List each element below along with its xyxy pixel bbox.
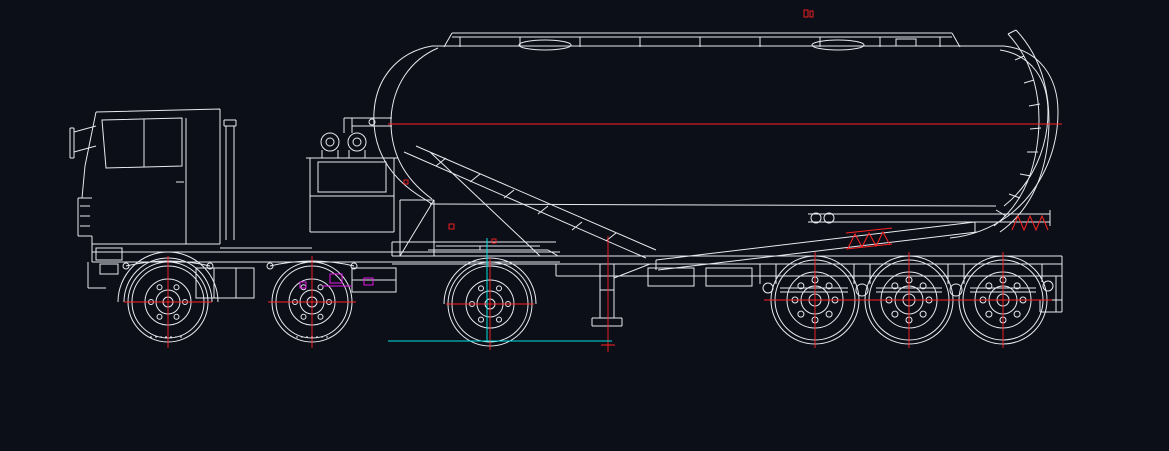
equalizer-1: [855, 283, 869, 297]
cab-window: [101, 117, 183, 169]
top-fitting: [895, 38, 917, 47]
tank-front-head: [373, 45, 433, 205]
equalizer-2: [949, 283, 963, 297]
toolbox-2: [705, 267, 753, 287]
fuel-tank: [195, 267, 255, 299]
red-marker-1: [448, 223, 455, 230]
magenta-part-2: [363, 277, 374, 286]
pipe-valve: [368, 118, 376, 126]
trailer-frame[interactable]: [391, 241, 1063, 313]
diagonal-discharge-pipe: [655, 221, 978, 271]
manhole-cover-2: [811, 39, 865, 51]
discharge-piping[interactable]: [655, 210, 1051, 271]
red-glyph-topright-b: [809, 10, 814, 18]
magenta-details: [299, 273, 374, 289]
landing-gear-legs: [599, 263, 651, 318]
valve-wheel-2: [823, 212, 835, 224]
front-axle-crosshairs: [124, 256, 356, 348]
tanker-vessel[interactable]: [373, 29, 1059, 239]
blower-cylinder-1-hub: [325, 137, 335, 147]
tridem-crosshairs: [764, 252, 1052, 348]
tractor-cab[interactable]: [69, 108, 237, 303]
hanger-lines: [759, 264, 1043, 284]
tractor-chassis[interactable]: [87, 245, 560, 305]
cab-step-upper: [95, 247, 123, 261]
valve-wheel-1: [810, 212, 822, 224]
hose-hatch-horizontal: [1011, 214, 1049, 232]
rear-end-bumper: [1039, 256, 1063, 313]
red-marker-2: [491, 238, 497, 244]
flexible-hose-hatch: [845, 214, 1049, 250]
fuel-tank-straps: [213, 268, 237, 298]
exhaust-stack: [223, 119, 237, 240]
blower-cylinder-1: [320, 132, 340, 152]
blower-cylinder-2: [347, 132, 367, 152]
cab-outline: [81, 108, 221, 245]
blower-unit[interactable]: [306, 117, 398, 233]
front-bumper-grill: [77, 197, 93, 262]
hanger-pivot-2: [1042, 280, 1054, 292]
landing-gear-foot: [591, 317, 623, 327]
trailer-springs: [780, 287, 1036, 293]
hose-hatch-diagonal: [845, 227, 893, 250]
red-glyph-topright-a: [803, 9, 809, 18]
cab-door: [176, 118, 187, 244]
toolbox-1: [647, 267, 695, 287]
spring-eye-1a: [122, 262, 130, 270]
tank-front-head-seam: [390, 47, 439, 200]
blower-frame: [306, 157, 398, 233]
rear-ladder: [993, 29, 1050, 233]
diagonal-ladder: [403, 145, 657, 259]
tank-rear-head-seam: [999, 49, 1049, 207]
centerlines: [124, 9, 1062, 352]
mid-supports-ladder[interactable]: [392, 145, 657, 259]
walkway-railing: [443, 32, 961, 48]
spring-eye-2a: [266, 262, 274, 270]
cab-step-lower: [99, 263, 119, 275]
landing-gear[interactable]: [591, 263, 651, 327]
drive-axle-crosshair: [446, 258, 534, 350]
magenta-part-3: [299, 281, 307, 289]
auxiliary-lines: [388, 238, 612, 342]
fifth-wheel: [428, 245, 559, 257]
mirror: [69, 125, 97, 159]
magenta-part-1: [329, 273, 343, 284]
front-support-column: [392, 199, 442, 257]
spring-eye-1b: [206, 262, 214, 270]
horizontal-air-pipe: [808, 210, 1051, 226]
tank-bottom-line: [429, 203, 997, 207]
spring-eye-2b: [350, 262, 358, 270]
red-marker-3: [403, 179, 409, 185]
landing-gear-centerline: [601, 236, 615, 352]
blower-piping: [321, 117, 392, 158]
tank-rear-head: [949, 45, 1059, 239]
blower-cylinder-2-hub: [352, 137, 362, 147]
frame-rails: [391, 241, 1062, 277]
manhole-cover-1: [518, 39, 572, 51]
